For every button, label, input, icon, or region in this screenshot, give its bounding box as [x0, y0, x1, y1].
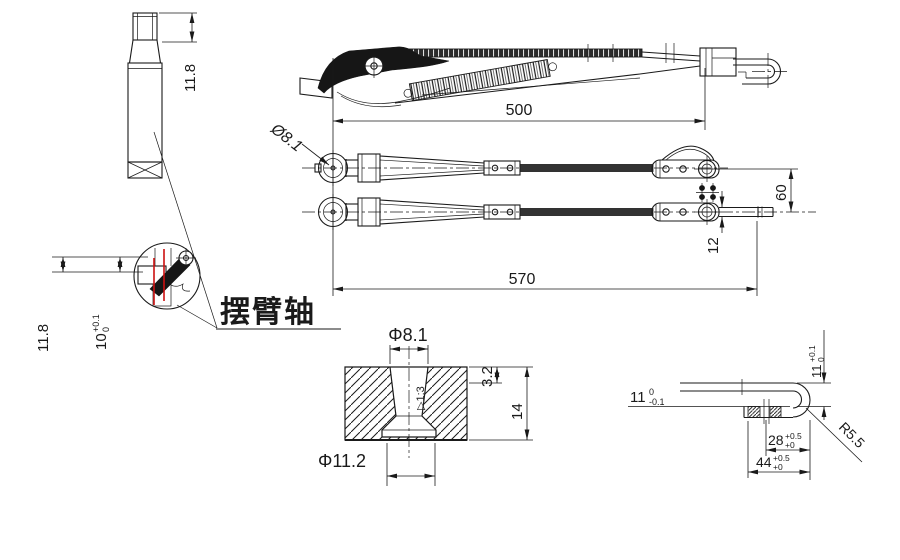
svg-text:11: 11: [809, 365, 824, 379]
dim-hook-11-left: 11 0 -0.1: [630, 387, 665, 407]
tension-spring: [403, 59, 557, 102]
dim-detail-11-8: 11.8: [35, 324, 52, 352]
dim-hook-28: 28 +0.5 +0: [768, 431, 802, 450]
svg-text:+0.5: +0.5: [773, 453, 790, 463]
svg-text:+0.1: +0.1: [91, 314, 101, 332]
svg-text:0: 0: [649, 387, 654, 397]
section-block: [344, 366, 468, 441]
detail-arm-stub: [149, 256, 191, 297]
svg-text:+0.5: +0.5: [785, 431, 802, 441]
svg-text:44: 44: [756, 454, 772, 470]
pivot-shaft-view: 11.8: [127, 12, 199, 179]
hook-end: [742, 58, 782, 85]
svg-text:+0: +0: [785, 440, 795, 450]
dim-detail-10: 10 +0.1 0: [91, 314, 111, 350]
svg-text:+0.1: +0.1: [807, 345, 817, 362]
hook-hump: [661, 145, 715, 162]
knurled-section: [128, 39, 162, 64]
detail-leader-line-2: [176, 304, 218, 329]
hook-curl-outer: [792, 382, 811, 418]
svg-text:10: 10: [93, 333, 110, 350]
dim-plan-hole-dia: Ø8.1: [267, 120, 306, 155]
dim-500: 500: [506, 102, 533, 119]
dim-3-2: 3.2: [479, 366, 496, 387]
svg-text:-0.1: -0.1: [649, 397, 665, 407]
dim-hook-radius: R5.5: [836, 419, 868, 451]
arm-plan-view-lower: 60 12 570: [302, 168, 816, 296]
svg-text:+0: +0: [773, 462, 783, 472]
detail-circle-view: 11.8 10 +0.1 0 摆臂轴: [35, 131, 341, 352]
blade-section-left: [747, 406, 761, 418]
taper-label: ▷1:3: [415, 386, 427, 410]
blade-section-right: [769, 406, 782, 418]
svg-text:11: 11: [630, 389, 646, 406]
detail-label: 摆臂轴: [220, 296, 316, 329]
dim-section-top-dia: Φ8.1: [388, 325, 427, 345]
dim-570: 570: [509, 271, 536, 288]
svg-text:0: 0: [101, 327, 111, 332]
arm-head: [317, 46, 450, 94]
blade-bracket: [699, 47, 737, 77]
dim-60: 60: [773, 184, 790, 201]
ribbed-band: [387, 48, 643, 58]
taper-hole-section-view: Φ8.1 ▷1:3 3.2 14 Φ11.2: [318, 325, 533, 486]
dim-12: 12: [705, 237, 722, 254]
svg-text:28: 28: [768, 432, 784, 448]
detail-leader-line-1: [153, 131, 218, 329]
fastener-pins: [696, 183, 719, 202]
arm-side-view: 500: [299, 43, 790, 296]
detail-boundary-circle: [133, 242, 201, 310]
dim-section-bottom-dia: Φ11.2: [318, 451, 366, 471]
svg-text:0: 0: [816, 357, 826, 362]
dim-hook-11-right: 11 +0.1 0: [807, 345, 826, 378]
dim-hook-44: 44 +0.5 +0: [756, 453, 790, 472]
arm-plan-view-upper: Ø8.1: [267, 120, 728, 186]
dim-14: 14: [509, 403, 526, 420]
hook-detail-view: 11 0 -0.1 11 +0.1 0 28 +0.5 +0 44 +0.5 +…: [628, 330, 868, 480]
dim-shaft-11-8: 11.8: [182, 64, 199, 92]
